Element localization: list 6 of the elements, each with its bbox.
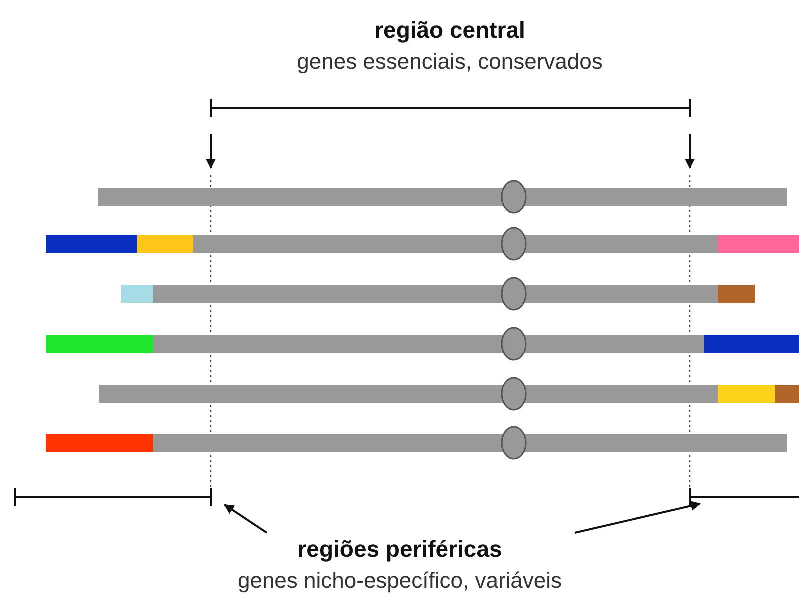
arrow xyxy=(224,504,268,534)
region-description: genes essenciais, conservados xyxy=(296,48,604,76)
arrow xyxy=(574,501,701,534)
region-description: genes nicho-específico, variáveis xyxy=(236,567,564,595)
region-heading: regiões periféricas xyxy=(296,535,504,564)
region-heading: região central xyxy=(374,16,526,45)
